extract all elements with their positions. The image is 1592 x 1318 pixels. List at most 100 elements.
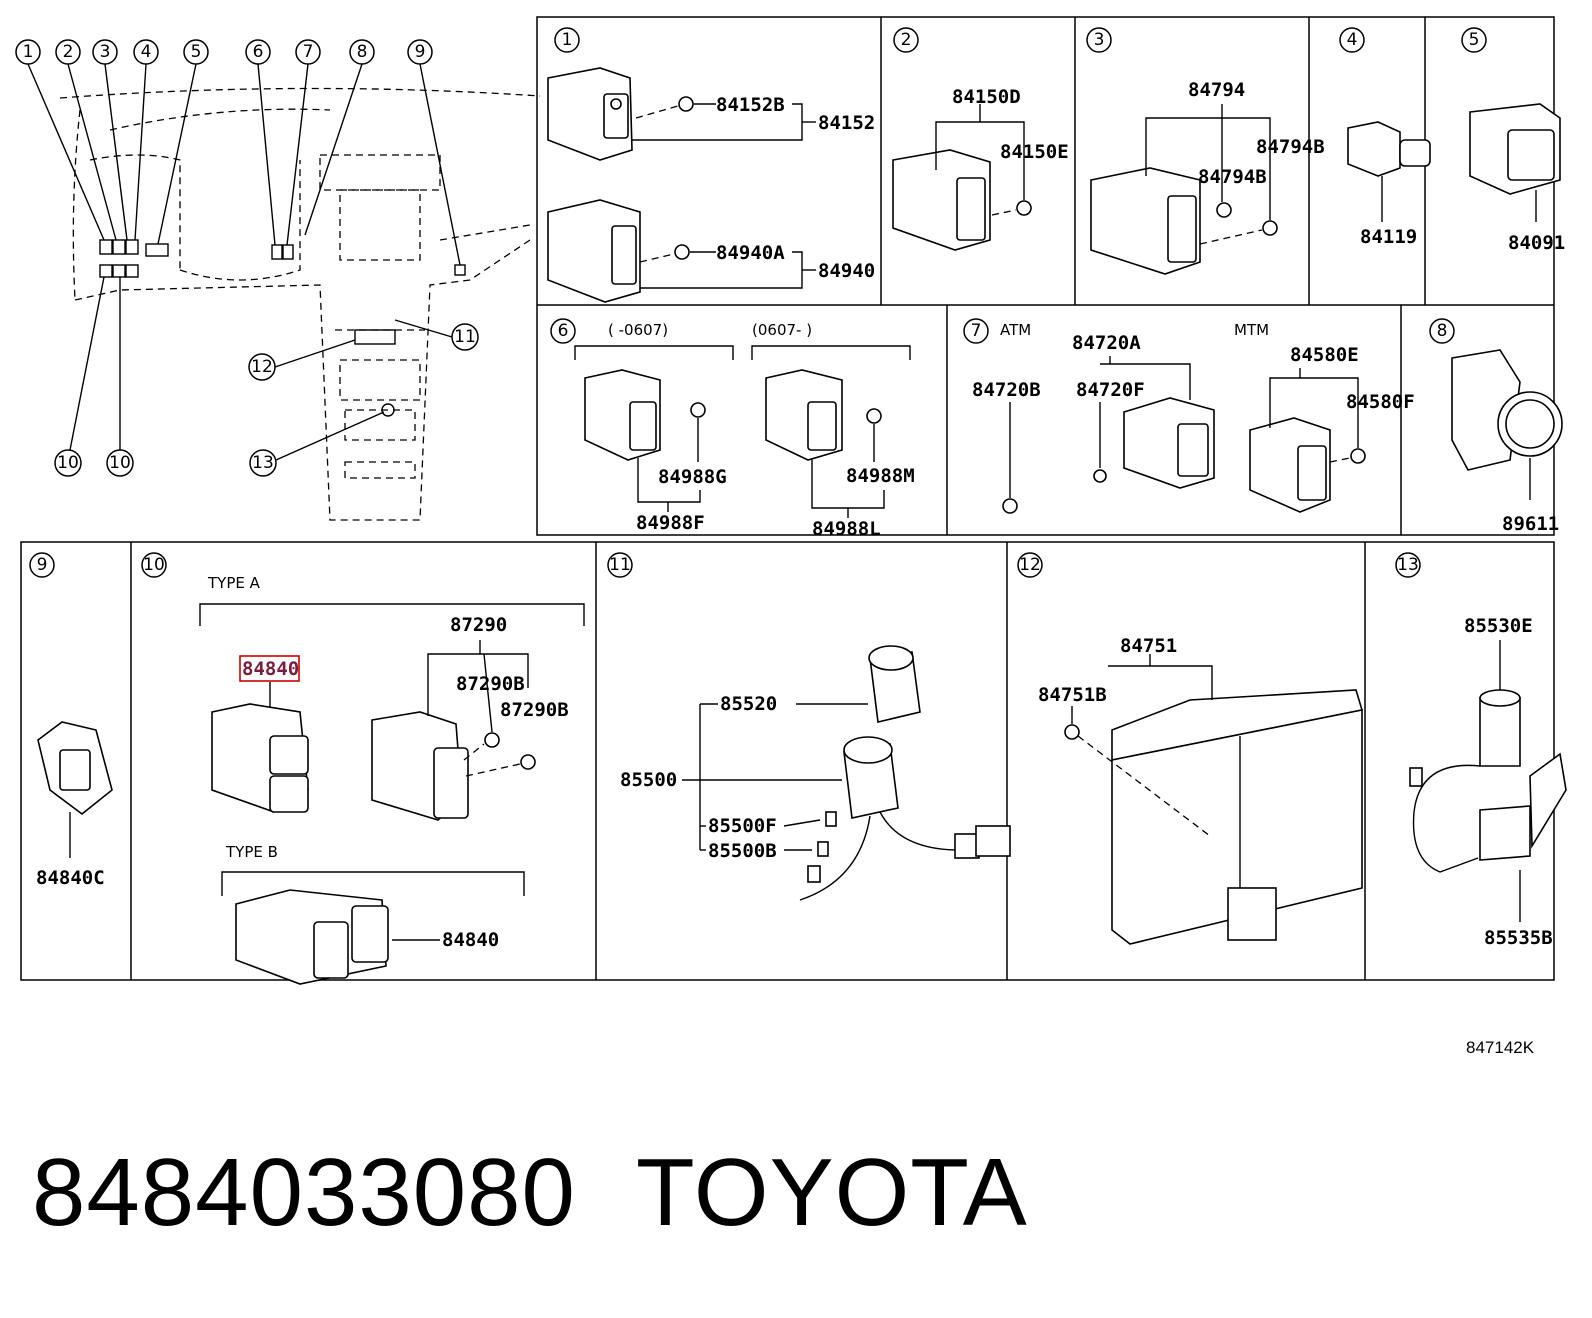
label-84580E: 84580E — [1290, 344, 1359, 366]
label-84751: 84751 — [1120, 635, 1177, 657]
callout-number: 6 — [558, 321, 569, 341]
label-84720A: 84720A — [1072, 332, 1141, 354]
panel-8: 8 89611 — [1429, 318, 1563, 535]
label-mtm: MTM — [1234, 321, 1269, 339]
panel-84751 — [1111, 689, 1364, 761]
label-85500B: 85500B — [708, 840, 777, 862]
callout-number: 3 — [1094, 30, 1105, 50]
callout-number: 4 — [141, 42, 152, 62]
label-84152B: 84152B — [716, 94, 785, 116]
callout-number: 11 — [454, 327, 476, 347]
label-87290B-lower: 87290B — [500, 699, 569, 721]
label-atm: ATM — [1000, 321, 1031, 339]
overview-callout-4: 4 — [133, 39, 159, 65]
label-87290B-upper: 87290B — [456, 673, 525, 695]
panel-1: 1 84152B 84152 84940A 84940 — [547, 27, 875, 303]
callout-number: 11 — [609, 555, 631, 575]
overview-callout-7: 7 — [295, 39, 321, 65]
panel-12-number: 12 — [1017, 552, 1043, 578]
callout-number: 3 — [100, 42, 111, 62]
callout-number: 2 — [63, 42, 74, 62]
label-85520: 85520 — [720, 693, 777, 715]
callout-number: 10 — [109, 453, 131, 473]
callout-number: 10 — [143, 555, 165, 575]
overview-callout-2: 2 — [55, 39, 81, 65]
panel-11: 11 85520 85500 85500F 85500B — [607, 552, 1011, 901]
socket-85530E — [1479, 697, 1521, 767]
overview-callout-3: 3 — [92, 39, 118, 65]
panel-12: 12 84751 84751B — [1017, 552, 1364, 945]
panel-3-number: 3 — [1086, 27, 1112, 53]
overview-callout-6: 6 — [245, 39, 271, 65]
range-after-0607: (0607- ) — [752, 321, 812, 339]
panel-4: 4 84119 — [1339, 27, 1431, 248]
label-type-a: TYPE A — [207, 574, 261, 592]
panel-4-number: 4 — [1339, 27, 1365, 53]
overview-callout-10a: 10 — [54, 449, 82, 477]
footer-brand: TOYOTA — [636, 1139, 1028, 1246]
switch-84119 — [1347, 121, 1401, 177]
panel-13-number: 13 — [1395, 552, 1421, 578]
label-85535B: 85535B — [1484, 927, 1553, 949]
dashboard-overview — [59, 87, 541, 521]
panel-7: 7 ATM MTM 84720A 84720B 84720F 84580E 84… — [963, 318, 1415, 514]
callout-number: 6 — [253, 42, 264, 62]
diagram-ref-code: 847142K — [1466, 1038, 1535, 1057]
overview-callout-13: 13 — [249, 449, 277, 477]
label-84940A: 84940A — [716, 242, 785, 264]
panel-10: 10 TYPE A TYPE B 84840 87290 87290B 8729… — [141, 552, 585, 985]
panel-9-number: 9 — [29, 552, 55, 578]
callout-number: 1 — [23, 42, 34, 62]
callout-number: 5 — [191, 42, 202, 62]
panel-10-number: 10 — [141, 552, 167, 578]
label-84988L: 84988L — [812, 518, 881, 540]
panel-3: 3 84794 84794B 84794B — [1086, 27, 1325, 275]
label-84751B: 84751B — [1038, 684, 1107, 706]
panel-6-number: 6 — [550, 318, 576, 344]
callout-number: 12 — [251, 357, 273, 377]
label-84988G: 84988G — [658, 466, 727, 488]
label-84940: 84940 — [818, 260, 875, 282]
panel-7-number: 7 — [963, 318, 989, 344]
label-84119: 84119 — [1360, 226, 1417, 248]
panel-2: 2 84150D 84150E — [892, 27, 1069, 251]
highlight-84840 — [239, 655, 300, 682]
label-85500F: 85500F — [708, 815, 777, 837]
callout-number: 1 — [562, 30, 573, 50]
label-84794B-right: 84794B — [1256, 136, 1325, 158]
panel-9: 9 84840C — [29, 552, 113, 889]
range-before-0607: ( -0607) — [608, 321, 668, 339]
panel-5: 5 84091 — [1461, 27, 1565, 254]
panel-11-number: 11 — [607, 552, 633, 578]
panel-6: 6 ( -0607) (0607- ) 84988G 84988F 84988M… — [550, 318, 915, 540]
callout-number: 7 — [971, 321, 982, 341]
overview-callout-8: 8 — [349, 39, 375, 65]
label-84091: 84091 — [1508, 232, 1565, 254]
label-84794B-left: 84794B — [1198, 166, 1267, 188]
callout-number: 4 — [1347, 30, 1358, 50]
label-84720F: 84720F — [1076, 379, 1145, 401]
cover-85535B — [1479, 805, 1531, 861]
overview-callout-12: 12 — [248, 353, 276, 381]
label-84840-highlighted: 84840 — [242, 658, 299, 680]
callout-number: 10 — [57, 453, 79, 473]
label-84988F: 84988F — [636, 512, 705, 534]
label-84794: 84794 — [1188, 79, 1245, 101]
label-84840-type-b: 84840 — [442, 929, 499, 951]
label-84152: 84152 — [818, 112, 875, 134]
callout-number: 12 — [1019, 555, 1041, 575]
panel-2-number: 2 — [893, 27, 919, 53]
label-89611: 89611 — [1502, 513, 1559, 535]
label-84720B: 84720B — [972, 379, 1041, 401]
callout-number: 13 — [1397, 555, 1419, 575]
label-85500: 85500 — [620, 769, 677, 791]
overview-callouts: 1 2 3 4 5 6 7 8 9 10 10 11 12 13 — [15, 39, 479, 477]
callout-number: 2 — [901, 30, 912, 50]
footer-part-number: 8484033080 — [32, 1139, 576, 1246]
overview-callout-9: 9 — [407, 39, 433, 65]
overview-callout-5: 5 — [183, 39, 209, 65]
callout-number: 8 — [1437, 321, 1448, 341]
callout-number: 7 — [303, 42, 314, 62]
callout-number: 5 — [1469, 30, 1480, 50]
overview-callout-1: 1 — [15, 39, 41, 65]
